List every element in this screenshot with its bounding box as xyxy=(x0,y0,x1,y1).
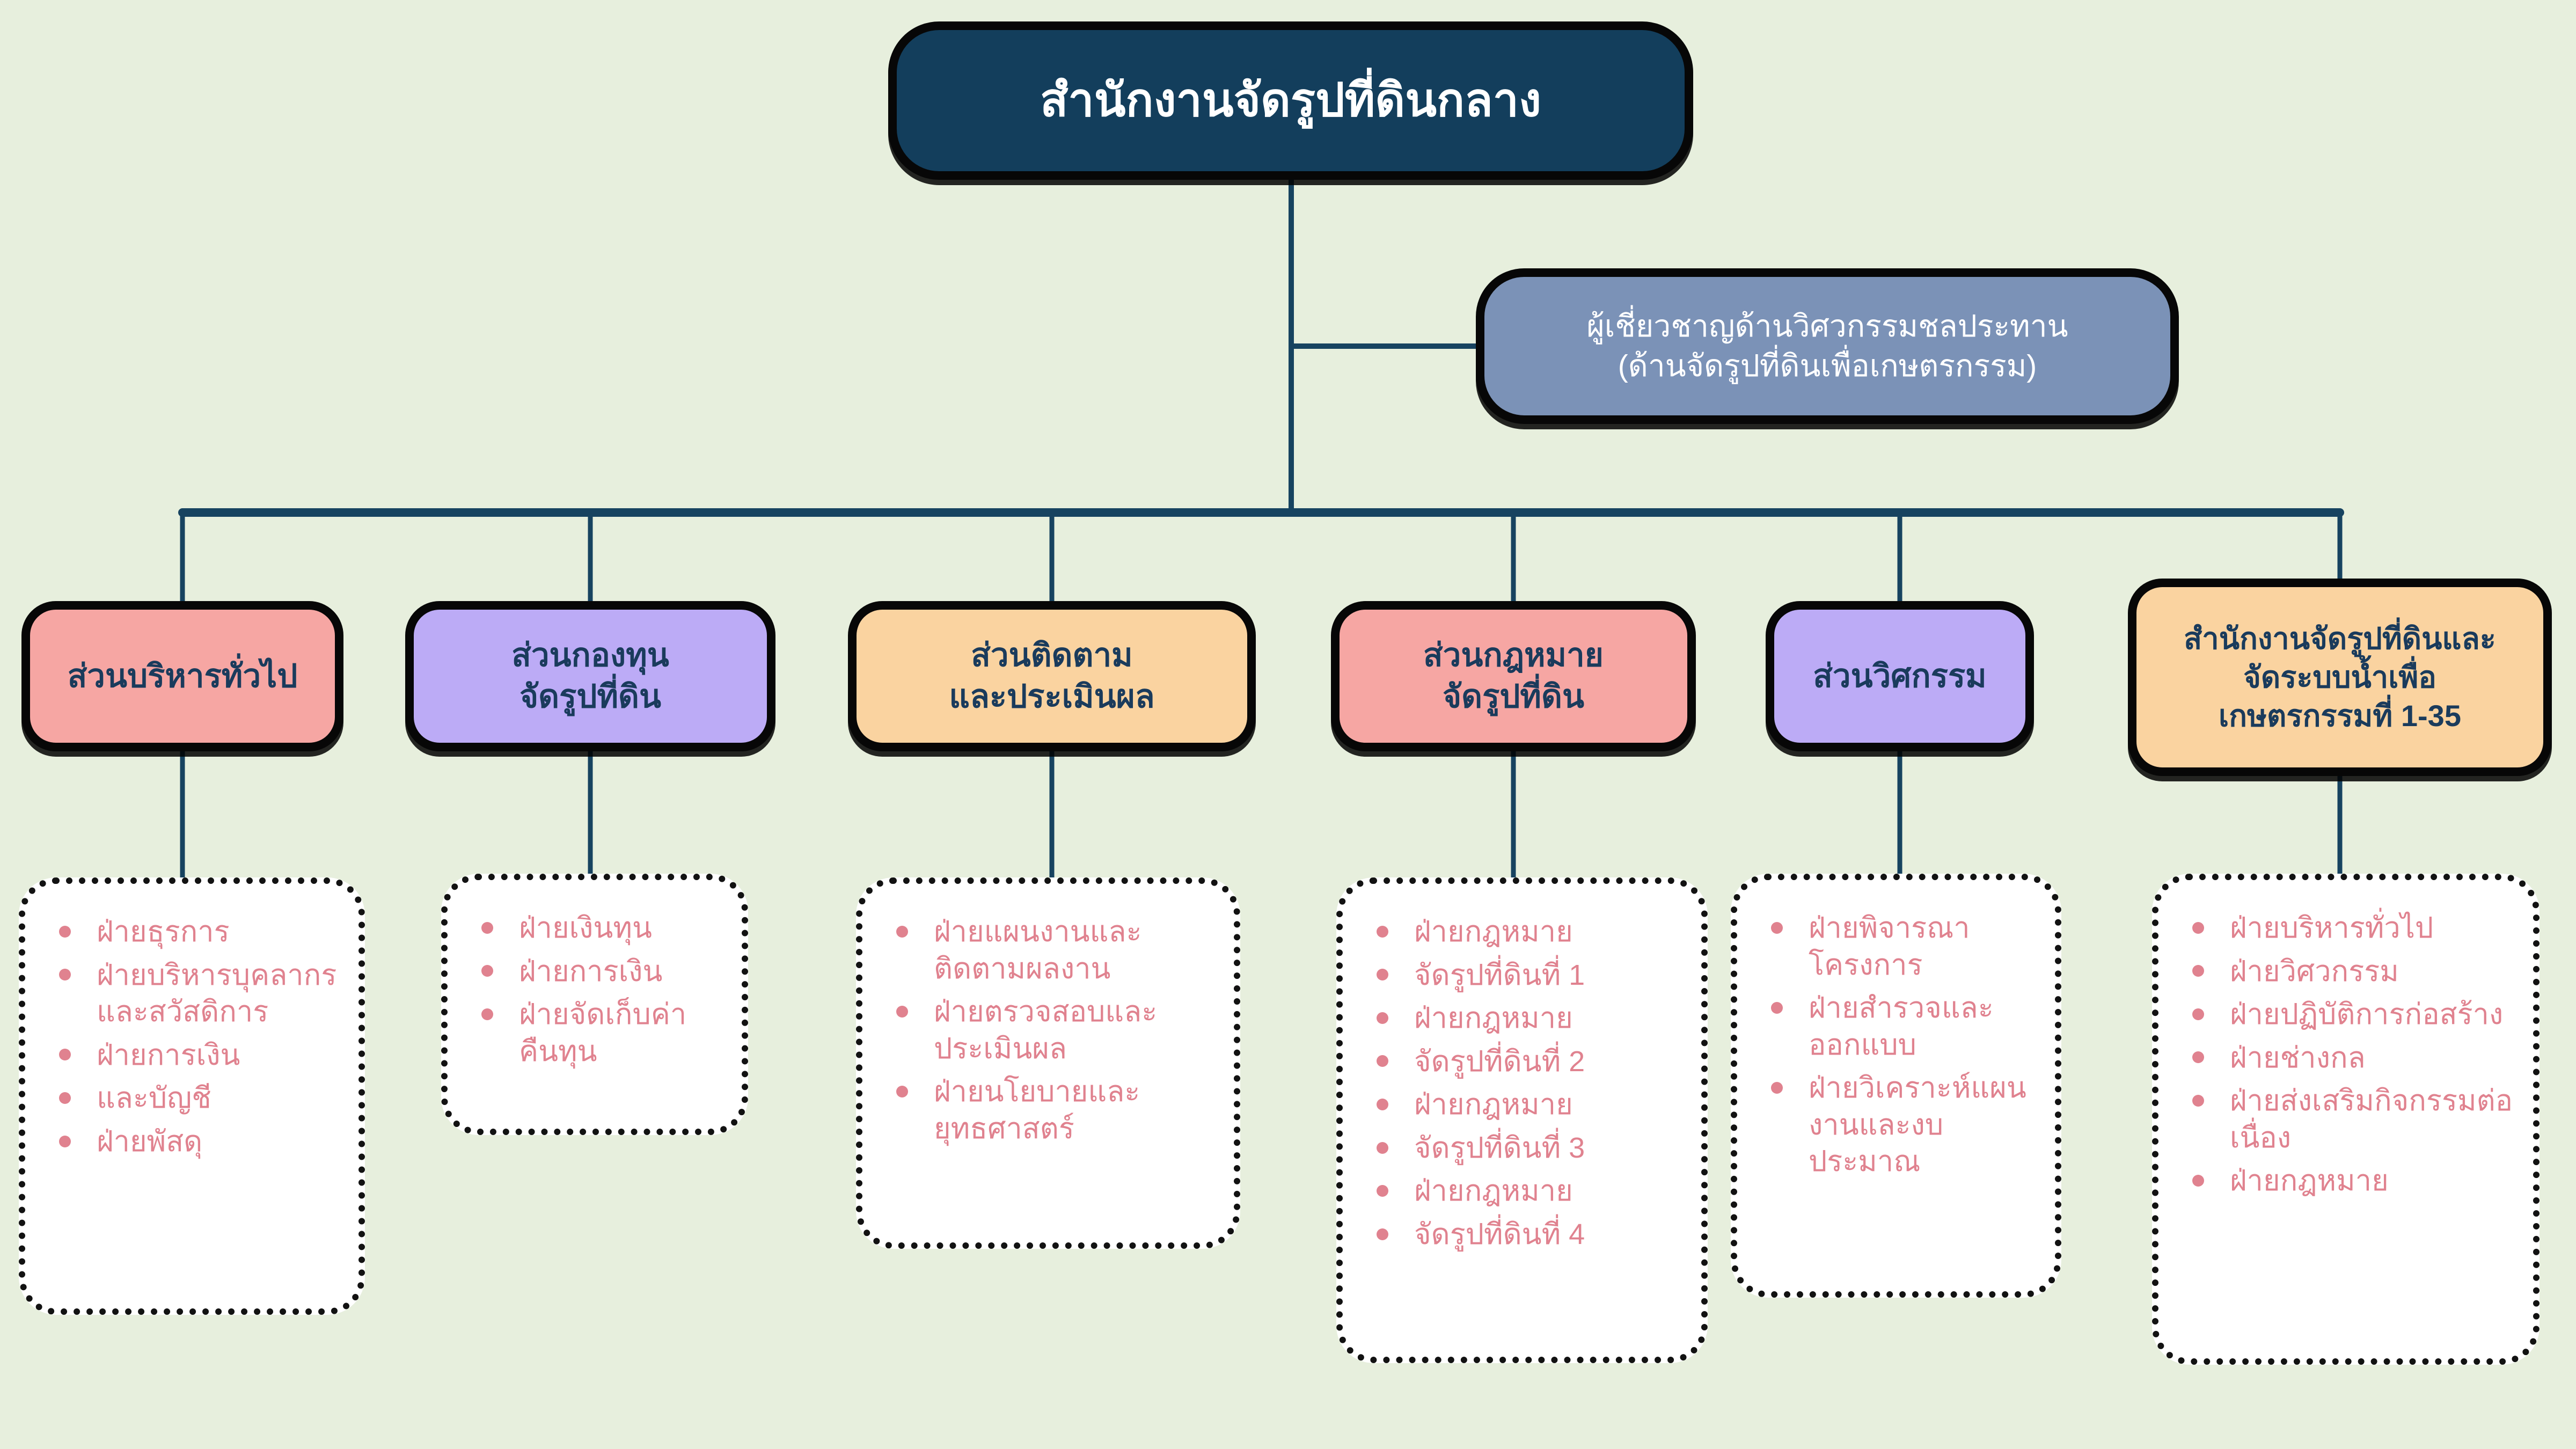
list-item: ฝ่ายตรวจสอบ​และประเมินผล xyxy=(887,993,1218,1067)
dept-list-general-admin: ฝ่ายธุรการฝ่ายบริหาร​บุคลากรและ​สวัสดิกา… xyxy=(19,877,365,1315)
advisor-box: ผู้เชี่ยวชาญด้านวิศวกรรมชลประทาน (ด้านจั… xyxy=(1476,268,2179,424)
dept-title: ส่วนบริหารทั่วไป xyxy=(67,657,298,694)
dept-box-regional-offices: สำนักงานจัดรูปที่ดินและ จัดระบบน้ำเพื่อ … xyxy=(2128,579,2552,776)
list-item: ฝ่ายนโยบายและ​ยุทธศาสตร์ xyxy=(887,1073,1218,1147)
dept-title: ส่วนวิศกรรม xyxy=(1813,657,1987,694)
list-item: ฝ่ายช่างกล xyxy=(2183,1040,2517,1077)
dept-box-engineering: ส่วนวิศกรรม xyxy=(1766,601,2034,751)
dept-box-general-admin: ส่วนบริหารทั่วไป xyxy=(21,601,343,751)
head-office-box: สำนักงานจัดรูปที่ดินกลาง xyxy=(888,21,1693,180)
dept-box-monitoring-evaluation: ส่วนติดตาม และประเมินผล xyxy=(848,601,1256,751)
list-item: จัดรูปที่ดินที่ 2 xyxy=(1367,1043,1685,1080)
list-item: จัดรูปที่ดินที่ 3 xyxy=(1367,1130,1685,1167)
list-item: ฝ่ายจัดเก็บ​ค่าคืนทุน xyxy=(472,996,726,1070)
list-item: ฝ่ายกฎหมาย xyxy=(1367,1173,1685,1210)
list-item: ฝ่ายส่งเสริม​กิจกรรมต่อเนื่อง xyxy=(2183,1082,2517,1156)
dept-title: ส่วนกองทุน จัดรูปที่ดิน xyxy=(511,637,669,714)
list-item: ฝ่ายการเงิน xyxy=(472,953,726,990)
advisor-title: ผู้เชี่ยวชาญด้านวิศวกรรมชลประทาน (ด้านจั… xyxy=(1586,309,2068,383)
dept-title: สำนักงานจัดรูปที่ดินและ จัดระบบน้ำเพื่อ … xyxy=(2184,621,2496,733)
list-item: ฝ่ายบริหาร​บุคลากรและ​สวัสดิการ xyxy=(49,957,342,1030)
list-item: ฝ่ายสำรวจ​และออกแบบ xyxy=(1761,990,2039,1063)
list-item: ฝ่ายกฎหมาย xyxy=(2183,1162,2517,1199)
list-item: ฝ่ายพัสดุ xyxy=(49,1123,342,1160)
list-item: ฝ่ายเงินทุน xyxy=(472,910,726,947)
list-item: ฝ่ายพิจารณา​โครงการ xyxy=(1761,910,2039,983)
dept-box-legal: ส่วนกฎหมาย จัดรูปที่ดิน xyxy=(1331,601,1696,751)
list-item: ฝ่ายปฏิบัติการ​ก่อสร้าง xyxy=(2183,996,2517,1033)
list-item: ฝ่ายกฎหมาย xyxy=(1367,913,1685,950)
dept-list-land-fund: ฝ่ายเงินทุนฝ่ายการเงินฝ่ายจัดเก็บ​ค่าคืน… xyxy=(441,874,748,1135)
list-item: และบัญชี xyxy=(49,1080,342,1117)
list-item: ฝ่ายแผนงานและ​ติดตามผลงาน xyxy=(887,913,1218,987)
head-office-title: สำนักงานจัดรูปที่ดินกลาง xyxy=(1040,74,1542,126)
list-item: ฝ่ายกฎหมาย xyxy=(1367,1086,1685,1123)
list-item: จัดรูปที่ดินที่ 4 xyxy=(1367,1216,1685,1253)
dept-title: ส่วนกฎหมาย จัดรูปที่ดิน xyxy=(1423,637,1604,714)
list-item: จัดรูปที่ดินที่ 1 xyxy=(1367,957,1685,994)
dept-list-monitoring-evaluation: ฝ่ายแผนงานและ​ติดตามผลงานฝ่ายตรวจสอบ​และ… xyxy=(856,877,1240,1249)
list-item: ฝ่ายกฎหมาย xyxy=(1367,1000,1685,1037)
dept-list-engineering: ฝ่ายพิจารณา​โครงการฝ่ายสำรวจ​และออกแบบฝ่… xyxy=(1731,874,2061,1298)
list-item: ฝ่ายธุรการ xyxy=(49,913,342,950)
list-item: ฝ่ายบริหารทั่วไป xyxy=(2183,910,2517,947)
list-item: ฝ่ายวิเคราะห์​แผนงานและ​งบประมาณ xyxy=(1761,1070,2039,1180)
list-item: ฝ่ายการเงิน xyxy=(49,1037,342,1074)
list-item: ฝ่ายวิศวกรรม xyxy=(2183,953,2517,990)
dept-list-regional-offices: ฝ่ายบริหารทั่วไปฝ่ายวิศวกรรมฝ่ายปฏิบัติก… xyxy=(2152,874,2540,1365)
dept-box-land-fund: ส่วนกองทุน จัดรูปที่ดิน xyxy=(405,601,775,751)
dept-title: ส่วนติดตาม และประเมินผล xyxy=(949,637,1155,714)
